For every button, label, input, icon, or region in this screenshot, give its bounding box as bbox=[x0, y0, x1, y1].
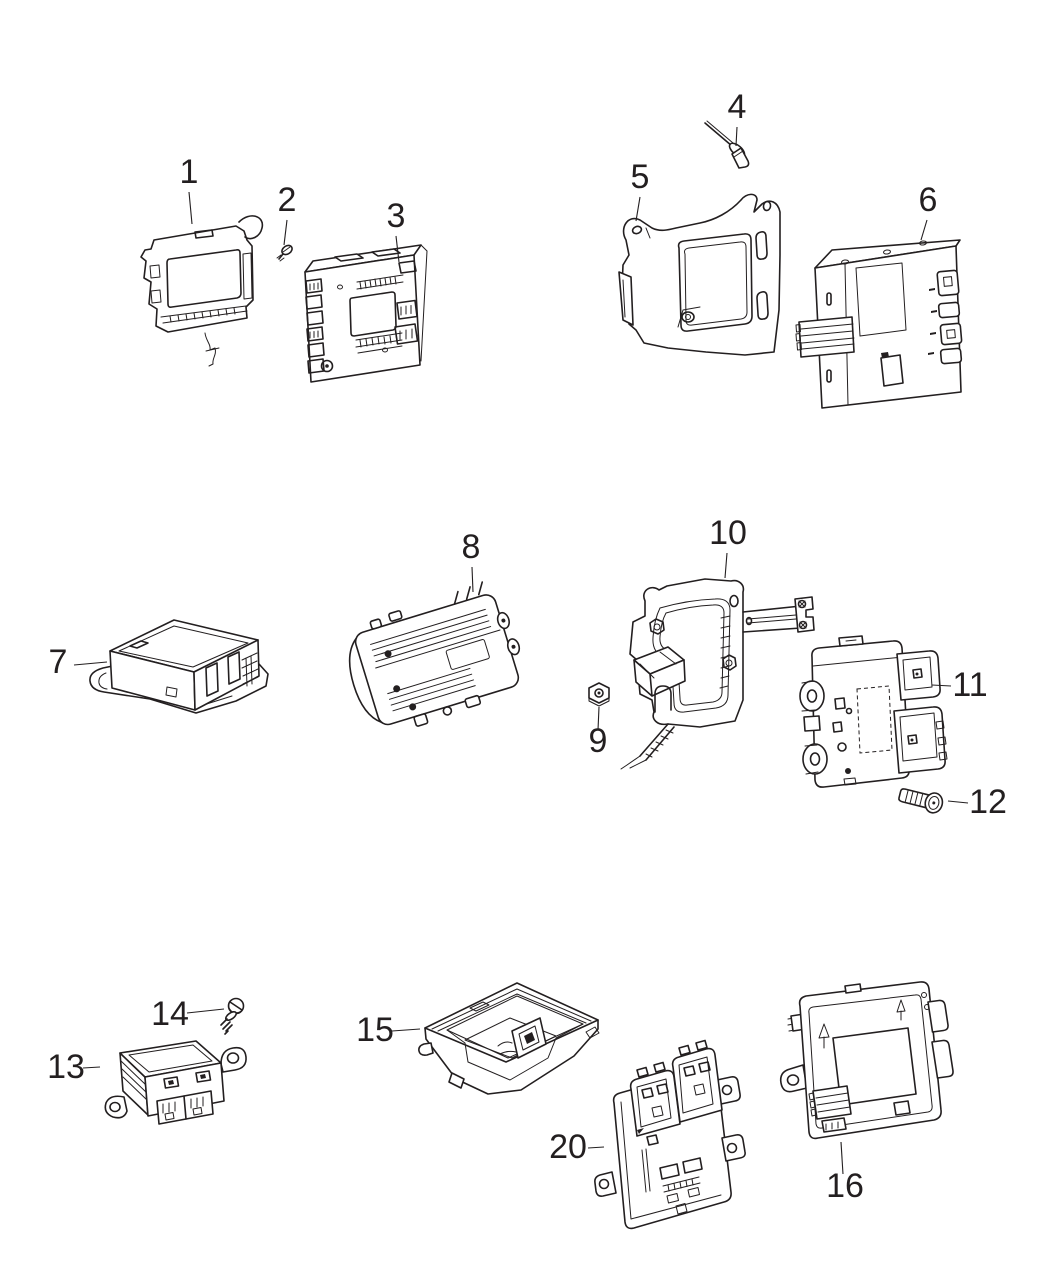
callout-3: 3 bbox=[387, 197, 406, 263]
callout-10-leader bbox=[724, 552, 728, 579]
part-4-push-pin bbox=[704, 120, 750, 169]
part-14-screw bbox=[220, 997, 245, 1035]
callout-5-label: 5 bbox=[631, 158, 650, 196]
callout-5-leader bbox=[635, 196, 641, 222]
part-6-control-module bbox=[795, 239, 963, 409]
callout-4-label: 4 bbox=[728, 88, 747, 126]
callout-2-leader bbox=[283, 219, 288, 246]
part-10-mounting-bracket bbox=[620, 578, 815, 770]
callout-12-leader bbox=[947, 800, 969, 804]
callout-20: 20 bbox=[549, 1128, 605, 1166]
callout-9-leader bbox=[597, 706, 600, 731]
callout-3-leader bbox=[395, 235, 400, 263]
callout-3-label: 3 bbox=[387, 197, 406, 235]
part-5-mounting-bracket bbox=[618, 193, 781, 356]
part-8-control-module bbox=[348, 581, 521, 727]
callout-8-label: 8 bbox=[462, 528, 481, 566]
part-2-screw bbox=[276, 244, 293, 262]
callout-12-label: 12 bbox=[969, 783, 1007, 821]
callout-15-label: 15 bbox=[356, 1011, 394, 1049]
part-11-control-module bbox=[799, 635, 948, 788]
part-3-control-module bbox=[304, 244, 428, 383]
part-16-control-module bbox=[779, 981, 954, 1140]
callout-13-leader bbox=[82, 1066, 101, 1069]
callout-8: 8 bbox=[462, 528, 481, 593]
callout-12: 12 bbox=[947, 783, 1007, 821]
callout-14-leader bbox=[186, 1008, 225, 1014]
callout-7-leader bbox=[73, 661, 108, 666]
callout-15: 15 bbox=[356, 1011, 421, 1049]
callout-11: 11 bbox=[931, 666, 988, 704]
callout-6-leader bbox=[920, 219, 928, 241]
callout-4-leader bbox=[735, 126, 738, 147]
callout-14: 14 bbox=[151, 995, 225, 1033]
callout-7-label: 7 bbox=[49, 643, 68, 681]
callout-16-label: 16 bbox=[826, 1167, 864, 1205]
callout-6-label: 6 bbox=[919, 181, 938, 219]
callout-1-label: 1 bbox=[180, 153, 199, 191]
callout-6: 6 bbox=[919, 181, 938, 241]
callout-11-leader bbox=[931, 684, 952, 687]
callout-2: 2 bbox=[278, 181, 297, 246]
part-12-bolt bbox=[898, 788, 944, 814]
callout-9-label: 9 bbox=[589, 722, 608, 760]
callout-8-leader bbox=[471, 566, 474, 593]
callout-11-label: 11 bbox=[952, 666, 987, 704]
callout-10: 10 bbox=[709, 514, 747, 579]
callout-13: 13 bbox=[47, 1048, 101, 1086]
callout-5: 5 bbox=[631, 158, 650, 222]
callout-13-label: 13 bbox=[47, 1048, 85, 1086]
part-15-sensor-housing bbox=[418, 982, 600, 1095]
callout-1-leader bbox=[188, 191, 193, 225]
callout-2-label: 2 bbox=[278, 181, 297, 219]
callout-7: 7 bbox=[49, 643, 108, 681]
callout-10-label: 10 bbox=[709, 514, 747, 552]
callout-9: 9 bbox=[589, 706, 608, 760]
callout-20-label: 20 bbox=[549, 1128, 587, 1166]
callout-14-label: 14 bbox=[151, 995, 189, 1033]
callout-16: 16 bbox=[826, 1141, 864, 1205]
part-1-mounting-bracket bbox=[140, 215, 264, 367]
part-7-control-module bbox=[89, 619, 269, 714]
callout-20-leader bbox=[587, 1146, 605, 1149]
part-20-engine-control-module bbox=[594, 1039, 746, 1230]
callout-16-leader bbox=[840, 1141, 844, 1175]
callout-15-leader bbox=[391, 1028, 421, 1032]
part-13-control-module bbox=[104, 1040, 247, 1125]
callout-4: 4 bbox=[728, 88, 747, 147]
callout-1: 1 bbox=[180, 153, 199, 225]
part-9-nut bbox=[588, 682, 610, 707]
